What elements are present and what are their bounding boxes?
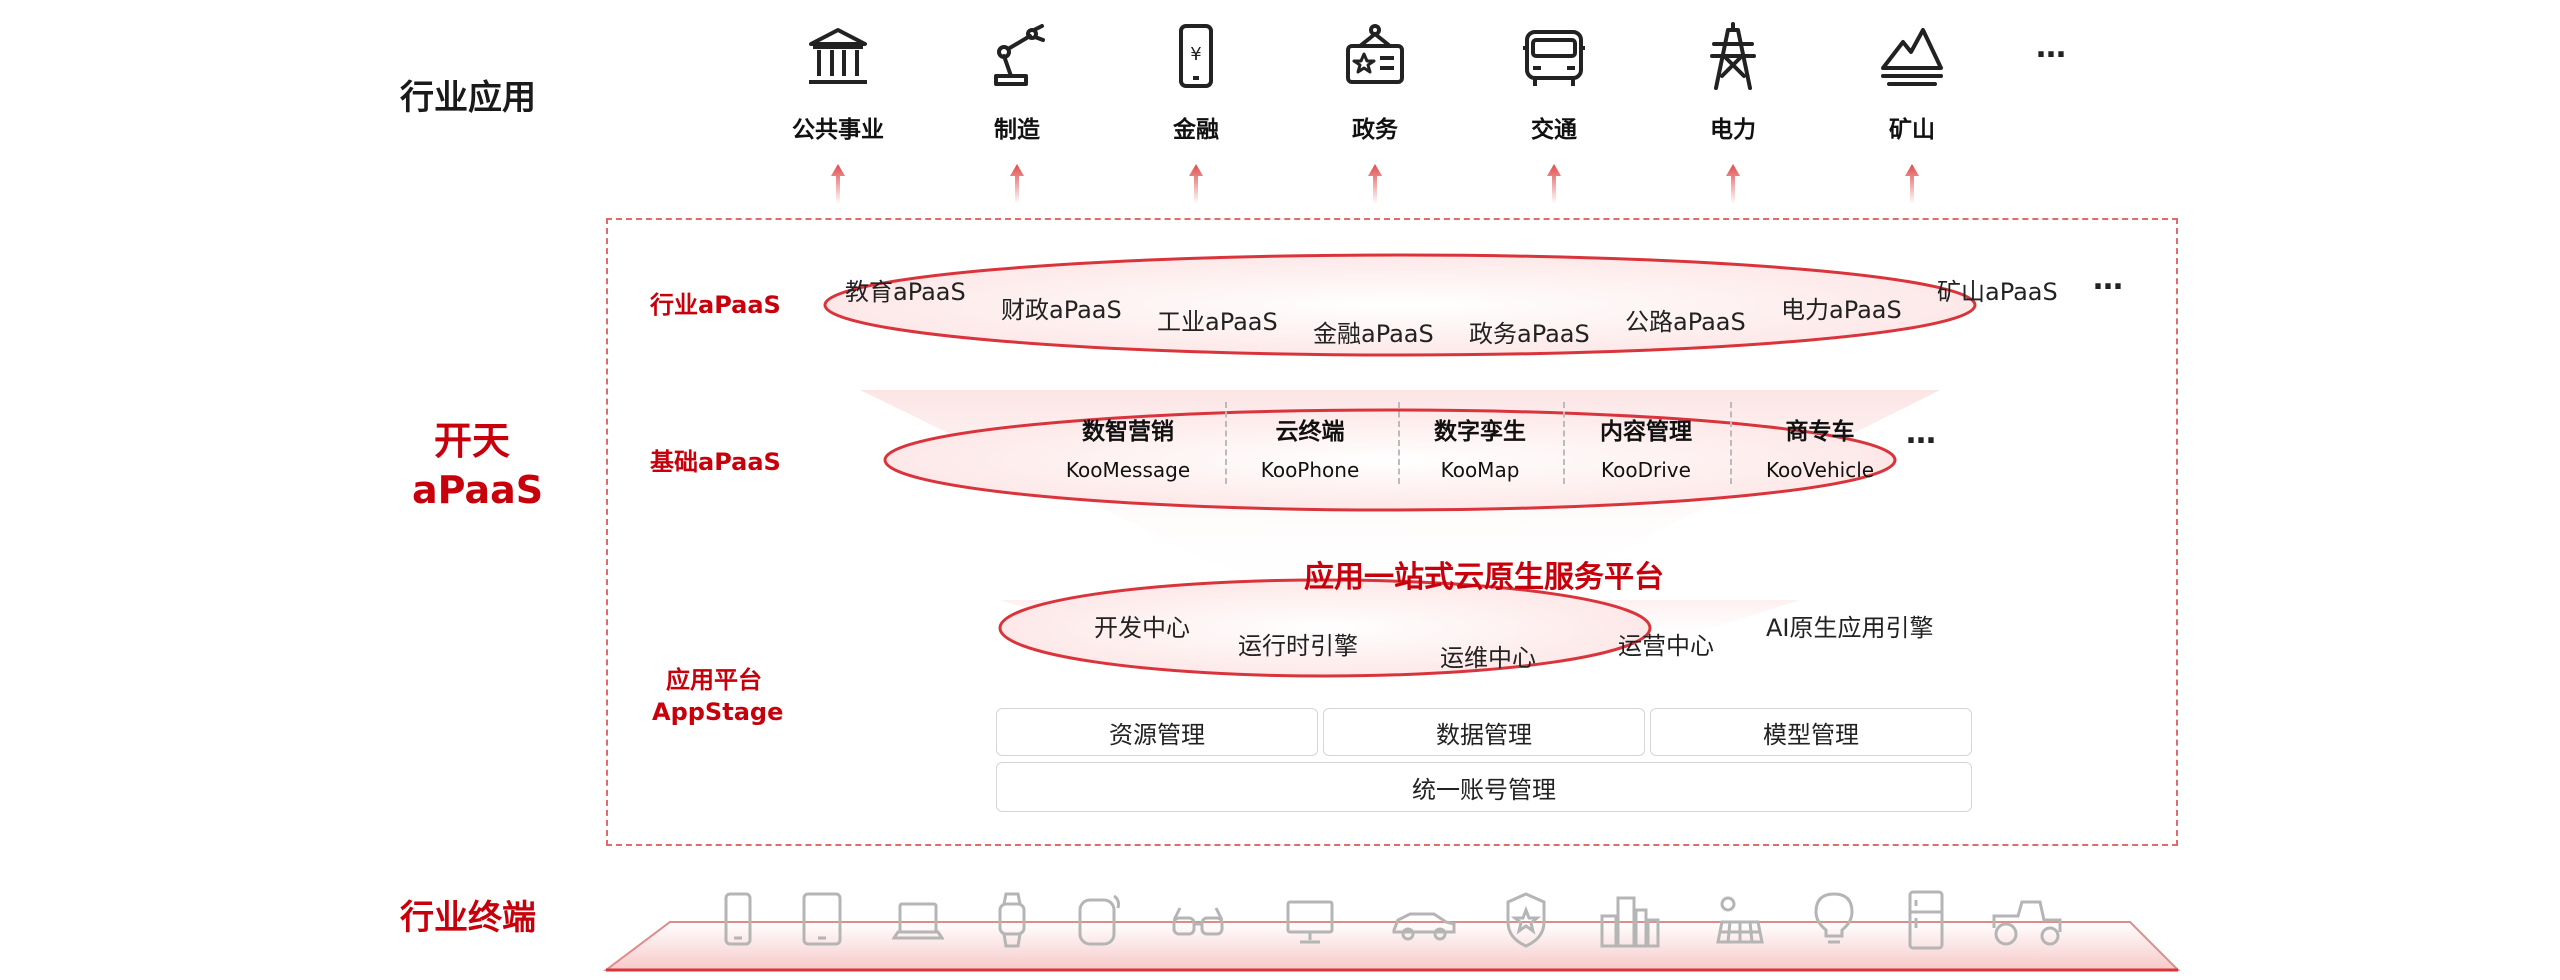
resource-management-box: 资源管理 (996, 708, 1318, 756)
base-apaas-label: 基础aPaaS (650, 448, 781, 476)
model-management-box: 模型管理 (1650, 708, 1972, 756)
platform-center-item: 开发中心 (1094, 614, 1190, 642)
industry-mining: 矿山 (1837, 22, 1987, 144)
app-platform-label-line2: AppStage (652, 698, 784, 726)
smartwatch-icon (998, 892, 1026, 948)
industry-label: 制造 (994, 117, 1040, 143)
solar-panel-icon (1716, 896, 1764, 944)
industry-label: 公共事业 (792, 117, 884, 143)
industry-label: 金融 (1173, 117, 1219, 143)
unified-account-box: 统一账号管理 (996, 762, 1972, 812)
industry-public-utilities: 公共事业 (763, 22, 913, 144)
data-management-box: 数据管理 (1323, 708, 1645, 756)
up-arrow-icon (831, 164, 845, 204)
industry-government: 政务 (1300, 22, 1450, 144)
tractor-icon (1992, 900, 2062, 946)
separator (1730, 402, 1732, 484)
refrigerator-icon (1908, 890, 1944, 950)
power-tower-icon (1710, 22, 1756, 90)
industries-more: … (2036, 30, 2066, 65)
mountain-icon (1881, 28, 1943, 86)
industry-apaas-item: 公路aPaaS (1625, 308, 1746, 336)
industry-transport: 交通 (1479, 22, 1629, 144)
government-badge-icon (1346, 24, 1404, 84)
industry-apaas-item: 财政aPaaS (1001, 296, 1122, 324)
light-bulb-icon (1814, 892, 1854, 944)
platform-center-item: AI原生应用引擎 (1766, 614, 1934, 642)
industry-power: 电力 (1658, 22, 1808, 144)
industry-label: 矿山 (1889, 117, 1935, 143)
industry-label: 交通 (1531, 117, 1577, 143)
kaitian-label-line2: aPaaS (412, 468, 544, 512)
up-arrow-icon (1905, 164, 1919, 204)
base-apaas-item: 内容管理 KooDrive (1600, 419, 1692, 482)
industry-label: 政务 (1352, 117, 1398, 143)
mobile-yuan-icon: ¥ (1179, 24, 1213, 88)
base-apaas-more: … (1906, 416, 1936, 451)
phone-icon (724, 892, 752, 946)
industry-finance: ¥ 金融 (1121, 22, 1271, 144)
up-arrow-icon (1368, 164, 1382, 204)
up-arrow-icon (1010, 164, 1024, 204)
industry-apps-label: 行业应用 (400, 78, 536, 118)
monitor-icon (1286, 900, 1334, 944)
car-icon (1392, 912, 1456, 941)
base-apaas-item: 数字孪生 KooMap (1434, 419, 1526, 482)
industry-terminals-label: 行业终端 (400, 898, 536, 938)
base-apaas-item: 数智营销 KooMessage (1065, 419, 1191, 482)
bus-icon (1523, 30, 1585, 86)
separator (1563, 402, 1565, 484)
kaitian-apaas-panel (606, 218, 2178, 846)
robot-arm-icon (994, 24, 1045, 86)
industry-apaas-item: 矿山aPaaS (1937, 278, 2058, 306)
industry-apaas-item: 电力aPaaS (1781, 296, 1902, 324)
base-apaas-item: 商专车 KooVehicle (1765, 419, 1875, 482)
industry-apaas-label: 行业aPaaS (650, 291, 781, 319)
base-apaas-item: 云终端 KooPhone (1260, 419, 1360, 482)
app-platform-label-line1: 应用平台 (666, 666, 762, 694)
separator (1225, 402, 1227, 484)
glasses-icon (1172, 907, 1224, 936)
up-arrow-icon (1189, 164, 1203, 204)
industry-apaas-item: 金融aPaaS (1313, 320, 1434, 348)
up-arrow-icon (1547, 164, 1561, 204)
industry-manufacturing: 制造 (942, 22, 1092, 144)
industry-apaas-item: 教育aPaaS (845, 278, 966, 306)
separator (1398, 402, 1400, 484)
laptop-icon (892, 902, 944, 940)
industry-label: 电力 (1710, 117, 1756, 143)
kaitian-label-line1: 开天 (434, 419, 511, 463)
bank-icon (809, 28, 867, 84)
smart-speaker-icon (1078, 894, 1120, 946)
police-badge-icon (1506, 892, 1546, 948)
industry-apaas-more: … (2093, 262, 2123, 297)
platform-center-item: 运维中心 (1440, 644, 1536, 672)
city-buildings-icon (1600, 896, 1660, 948)
svg-text:¥: ¥ (1190, 44, 1201, 65)
platform-center-item: 运营中心 (1618, 632, 1714, 660)
platform-center-item: 运行时引擎 (1238, 632, 1358, 660)
app-platform-title: 应用一站式云原生服务平台 (1304, 560, 1664, 595)
tablet-icon (802, 892, 842, 946)
up-arrow-icon (1726, 164, 1740, 204)
industry-apaas-item: 工业aPaaS (1157, 308, 1278, 336)
industry-apaas-item: 政务aPaaS (1469, 320, 1590, 348)
